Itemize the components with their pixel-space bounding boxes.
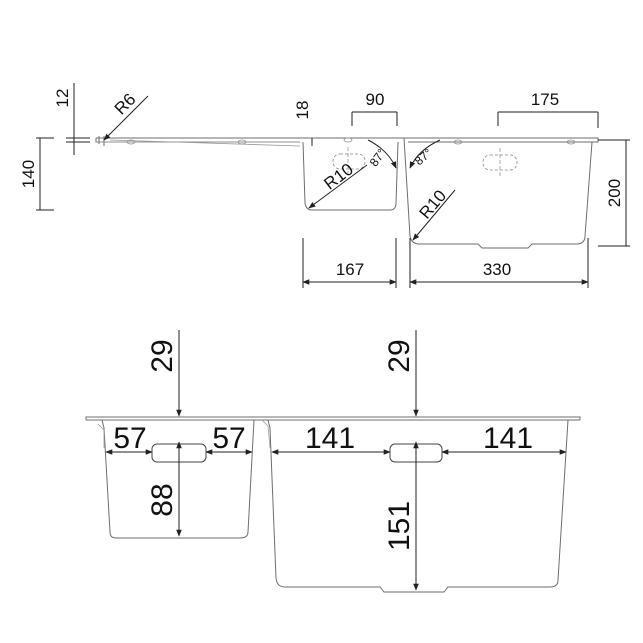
front-small-bowl: [101, 419, 255, 539]
dim-small-bowl-height: 140: [19, 160, 38, 188]
side-fixing-hole-4: [566, 139, 576, 145]
side-large-bowl-profile: [403, 137, 593, 249]
dim-large-top-offset: 29: [383, 339, 416, 372]
dim-large-bowl-width: 330: [483, 260, 511, 279]
dim-large-depth: 151: [383, 501, 416, 551]
side-small-drain: [343, 137, 353, 143]
front-rim: [85, 416, 581, 421]
side-view: 12 140 R6 18 90 175 200 87° 87°: [19, 83, 630, 288]
front-view: 29 29 57 57 88 141 141 151: [85, 330, 581, 593]
dim-large-bowl-radius: R10: [415, 186, 450, 222]
dim-small-bowl-offset: 90: [366, 90, 385, 109]
side-fixing-hole-2: [237, 139, 247, 145]
dim-small-bowl-angle: 87°: [367, 146, 389, 169]
side-small-overflow: [332, 153, 366, 170]
side-fixing-hole-1: [126, 139, 136, 145]
dim-large-bowl-offset: 175: [531, 90, 559, 109]
dim-large-bowl-height: 200: [605, 179, 624, 207]
dim-lip-radius: R6: [111, 90, 140, 119]
front-large-bowl: [267, 419, 569, 593]
side-rim-underline: [96, 139, 301, 147]
dim-rim-depth: 18: [293, 101, 312, 120]
dim-large-left: 141: [305, 422, 355, 455]
dim-small-depth: 88: [146, 483, 179, 516]
side-rim-outline: [95, 137, 599, 143]
side-small-bowl-profile: [302, 141, 399, 211]
dim-small-top-offset: 29: [146, 339, 179, 372]
side-fixing-hole-3: [453, 139, 463, 145]
dim-lip-thickness: 12: [53, 89, 72, 108]
dim-small-right: 57: [212, 422, 245, 455]
dim-small-left: 57: [113, 422, 146, 455]
dim-large-right: 141: [483, 422, 533, 455]
dim-small-bowl-width: 167: [336, 260, 364, 279]
dim-large-bowl-angle: 87°: [412, 146, 435, 169]
dim-small-bowl-radius: R10: [321, 160, 357, 194]
